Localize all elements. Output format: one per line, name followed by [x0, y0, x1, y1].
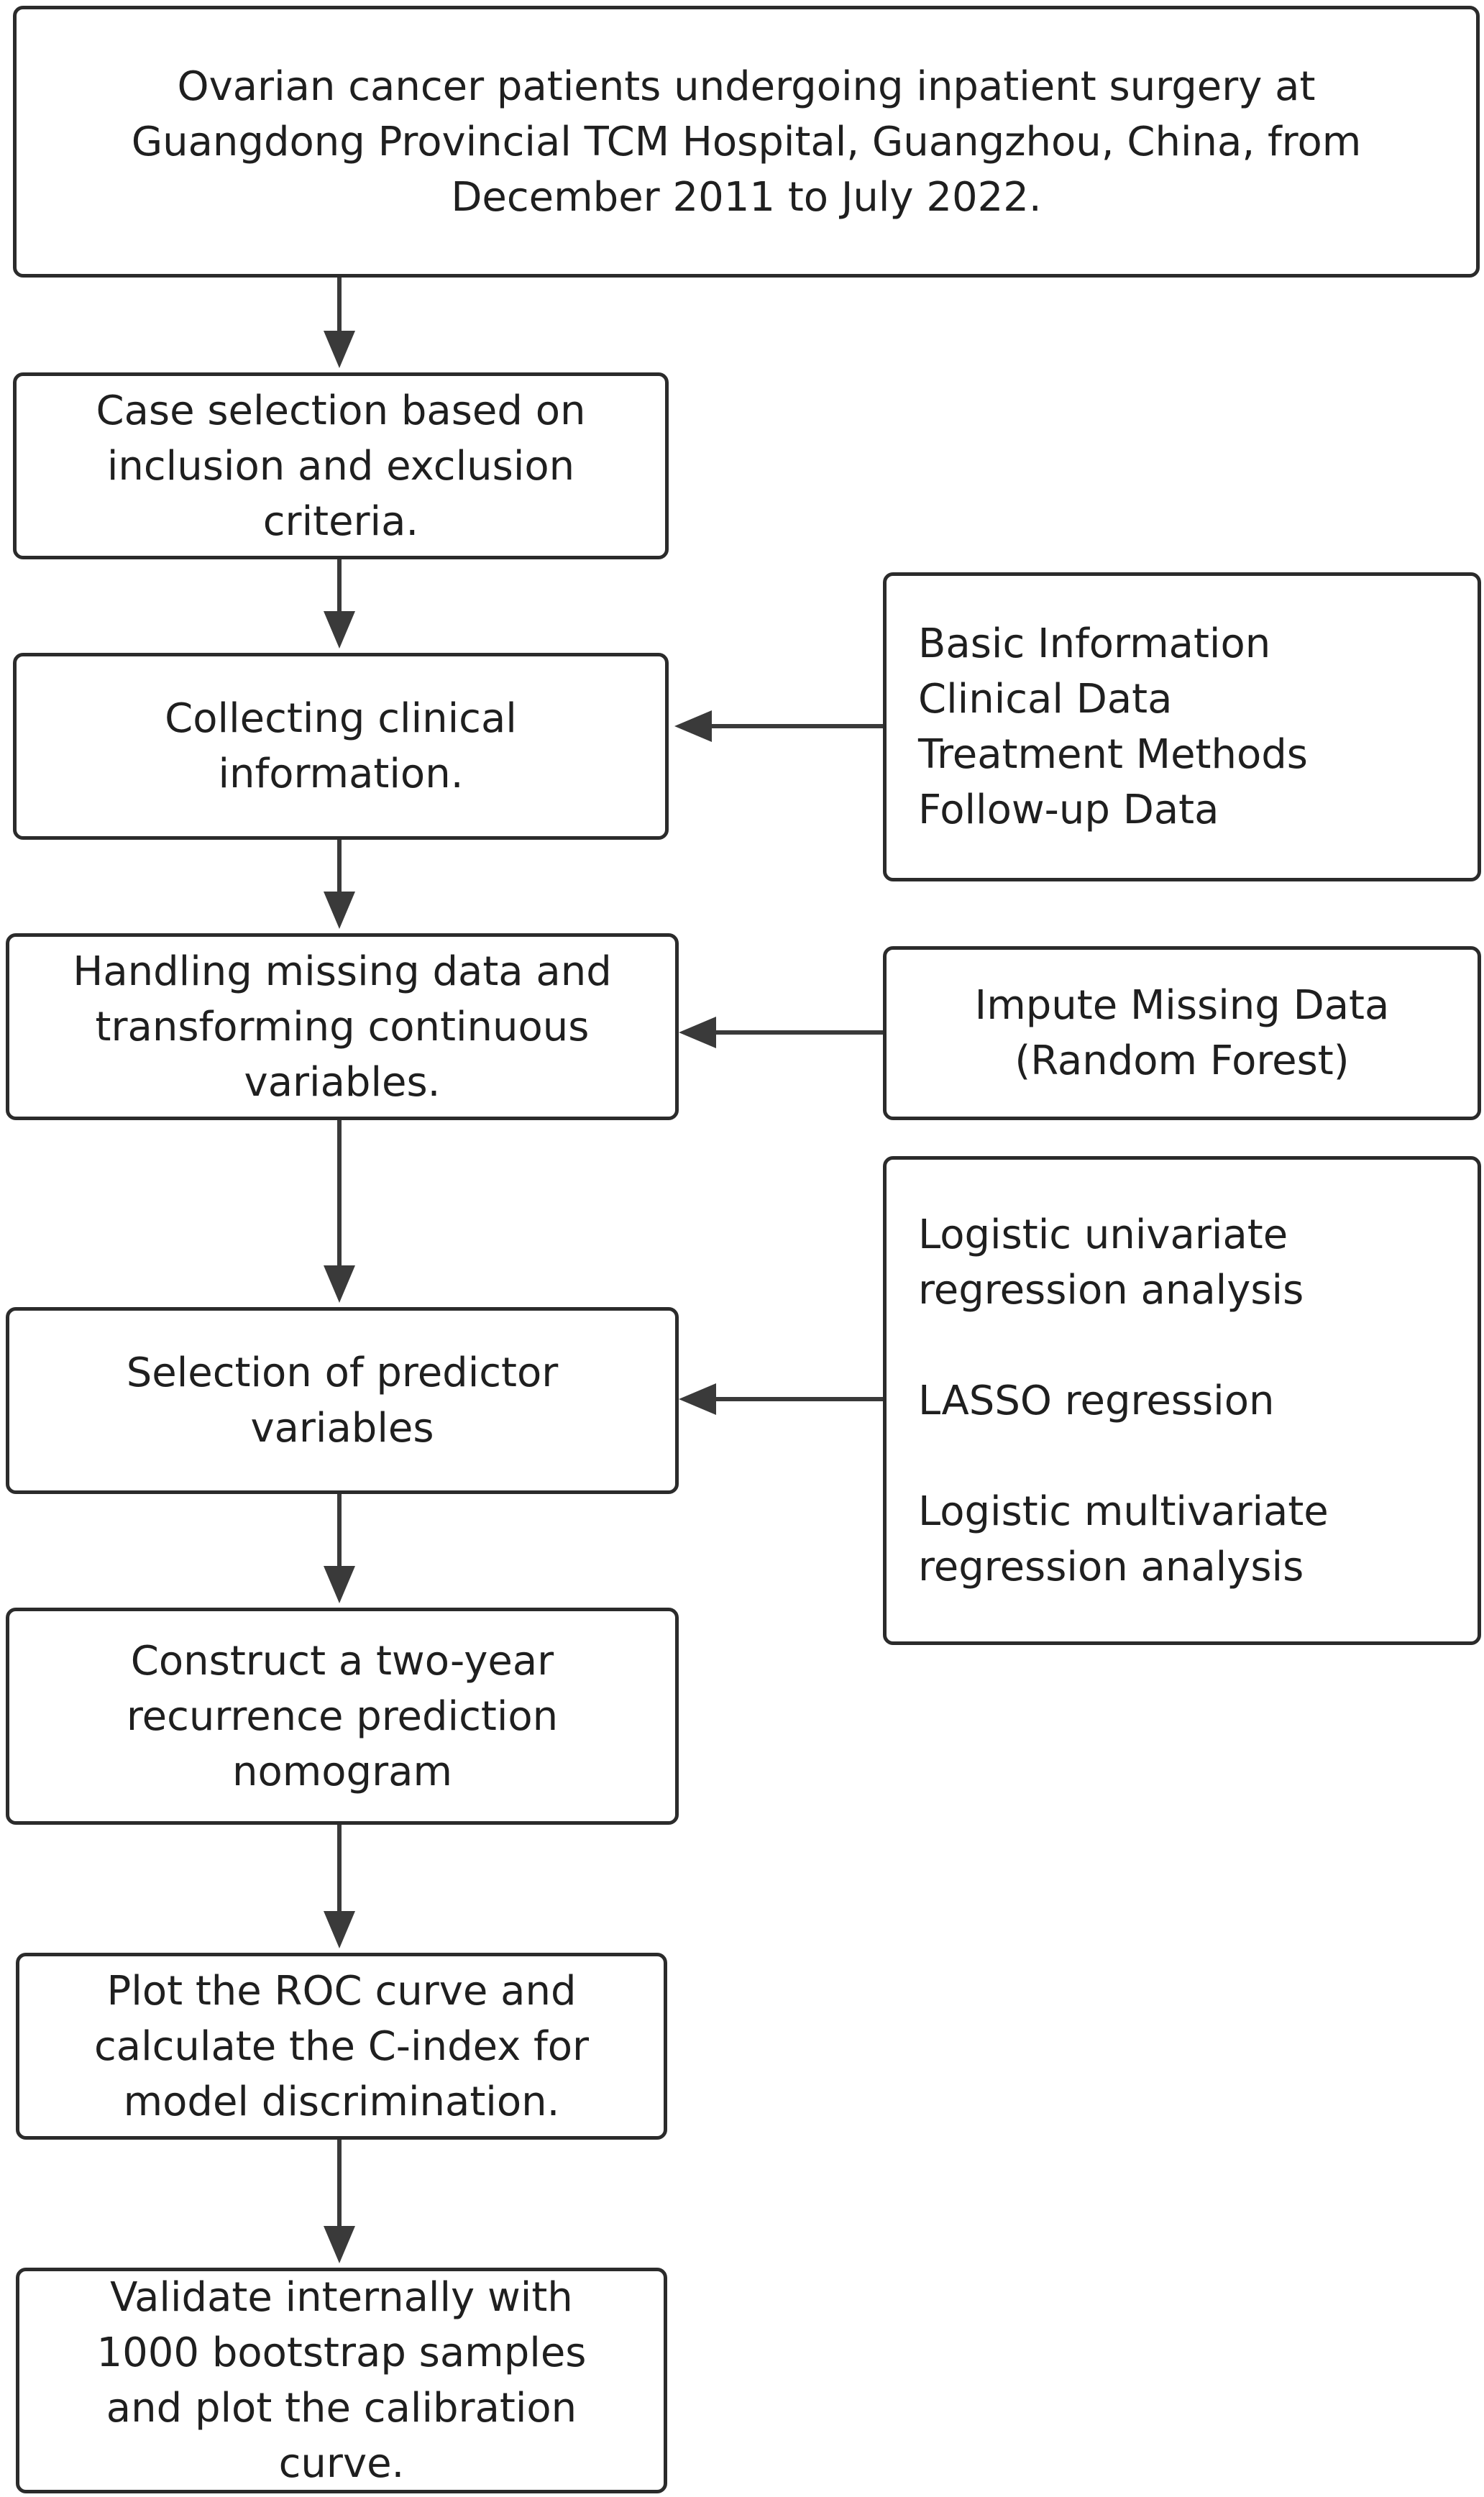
side-text: Follow-up Data: [918, 787, 1219, 833]
arrowhead-info: [674, 710, 712, 742]
step-text: calculate the C-index for: [93, 2022, 590, 2070]
step-internal-validation: Validate internally with 1000 bootstrap …: [16, 2268, 667, 2493]
step-text: Case selection based on: [96, 387, 586, 434]
step-text: curve.: [278, 2440, 405, 2487]
arrowhead-s4: [324, 892, 355, 929]
step-text: 1000 bootstrap samples: [96, 2329, 587, 2376]
arrowhead-s3: [324, 611, 355, 649]
step-text: information.: [218, 751, 464, 797]
side-text: LASSO regression: [918, 1377, 1275, 1424]
step-roc-cindex: Plot the ROC curve and calculate the C-i…: [16, 1953, 667, 2140]
side-text: Impute Missing Data: [974, 982, 1390, 1029]
side-text: Treatment Methods: [918, 731, 1308, 778]
step-text: transforming continuous: [95, 1003, 590, 1050]
step-text: Plot the ROC curve and: [106, 1967, 577, 2015]
step-text: recurrence prediction: [126, 1692, 559, 1740]
step-collect-clinical-info: Collecting clinical information.: [13, 653, 669, 840]
side-text: (Random Forest): [1014, 1037, 1350, 1084]
step-text: Handling missing data and: [73, 948, 612, 995]
step-text: variables: [250, 1405, 434, 1452]
arrowhead-s8: [324, 2226, 355, 2263]
side-text: Logistic univariate: [918, 1211, 1288, 1258]
step-text: December 2011 to July 2022.: [451, 173, 1042, 221]
side-impute-missing: Impute Missing Data (Random Forest): [883, 946, 1481, 1120]
step-text: Guangdong Provincial TCM Hospital, Guang…: [131, 118, 1362, 165]
arrowhead-impute: [679, 1017, 716, 1048]
step-text: nomogram: [232, 1748, 452, 1795]
arrowhead-methods: [679, 1383, 716, 1415]
step-text: Validate internally with: [110, 2274, 573, 2321]
step-text: and plot the calibration: [106, 2385, 577, 2432]
step-text: variables.: [244, 1058, 441, 1106]
arrowhead-s2: [324, 331, 355, 368]
side-text: Basic Information: [918, 620, 1271, 667]
step-study-population: Ovarian cancer patients undergoing inpat…: [13, 6, 1480, 278]
step-text: Ovarian cancer patients undergoing inpat…: [177, 63, 1316, 110]
step-text: inclusion and exclusion: [106, 442, 575, 490]
side-text: regression analysis: [918, 1543, 1304, 1590]
step-handle-missing-data: Handling missing data and transforming c…: [6, 933, 679, 1120]
arrowhead-s7: [324, 1911, 355, 1948]
step-construct-nomogram: Construct a two-year recurrence predicti…: [6, 1608, 679, 1825]
arrowhead-s6: [324, 1566, 355, 1603]
side-selection-methods: Logistic univariate regression analysis …: [883, 1156, 1481, 1645]
side-info-categories: Basic Information Clinical Data Treatmen…: [883, 572, 1481, 881]
step-text: model discrimination.: [123, 2078, 560, 2125]
side-text: Clinical Data: [918, 676, 1173, 723]
step-text: Collecting clinical: [165, 695, 517, 742]
side-text: regression analysis: [918, 1266, 1304, 1314]
step-text: criteria.: [262, 498, 419, 545]
arrowhead-s5: [324, 1265, 355, 1303]
step-text: Selection of predictor: [126, 1350, 559, 1396]
side-text: Logistic multivariate: [918, 1488, 1329, 1535]
step-text: Construct a two-year: [130, 1637, 554, 1685]
step-case-selection: Case selection based on inclusion and ex…: [13, 372, 669, 559]
step-predictor-selection: Selection of predictor variables: [6, 1307, 679, 1494]
